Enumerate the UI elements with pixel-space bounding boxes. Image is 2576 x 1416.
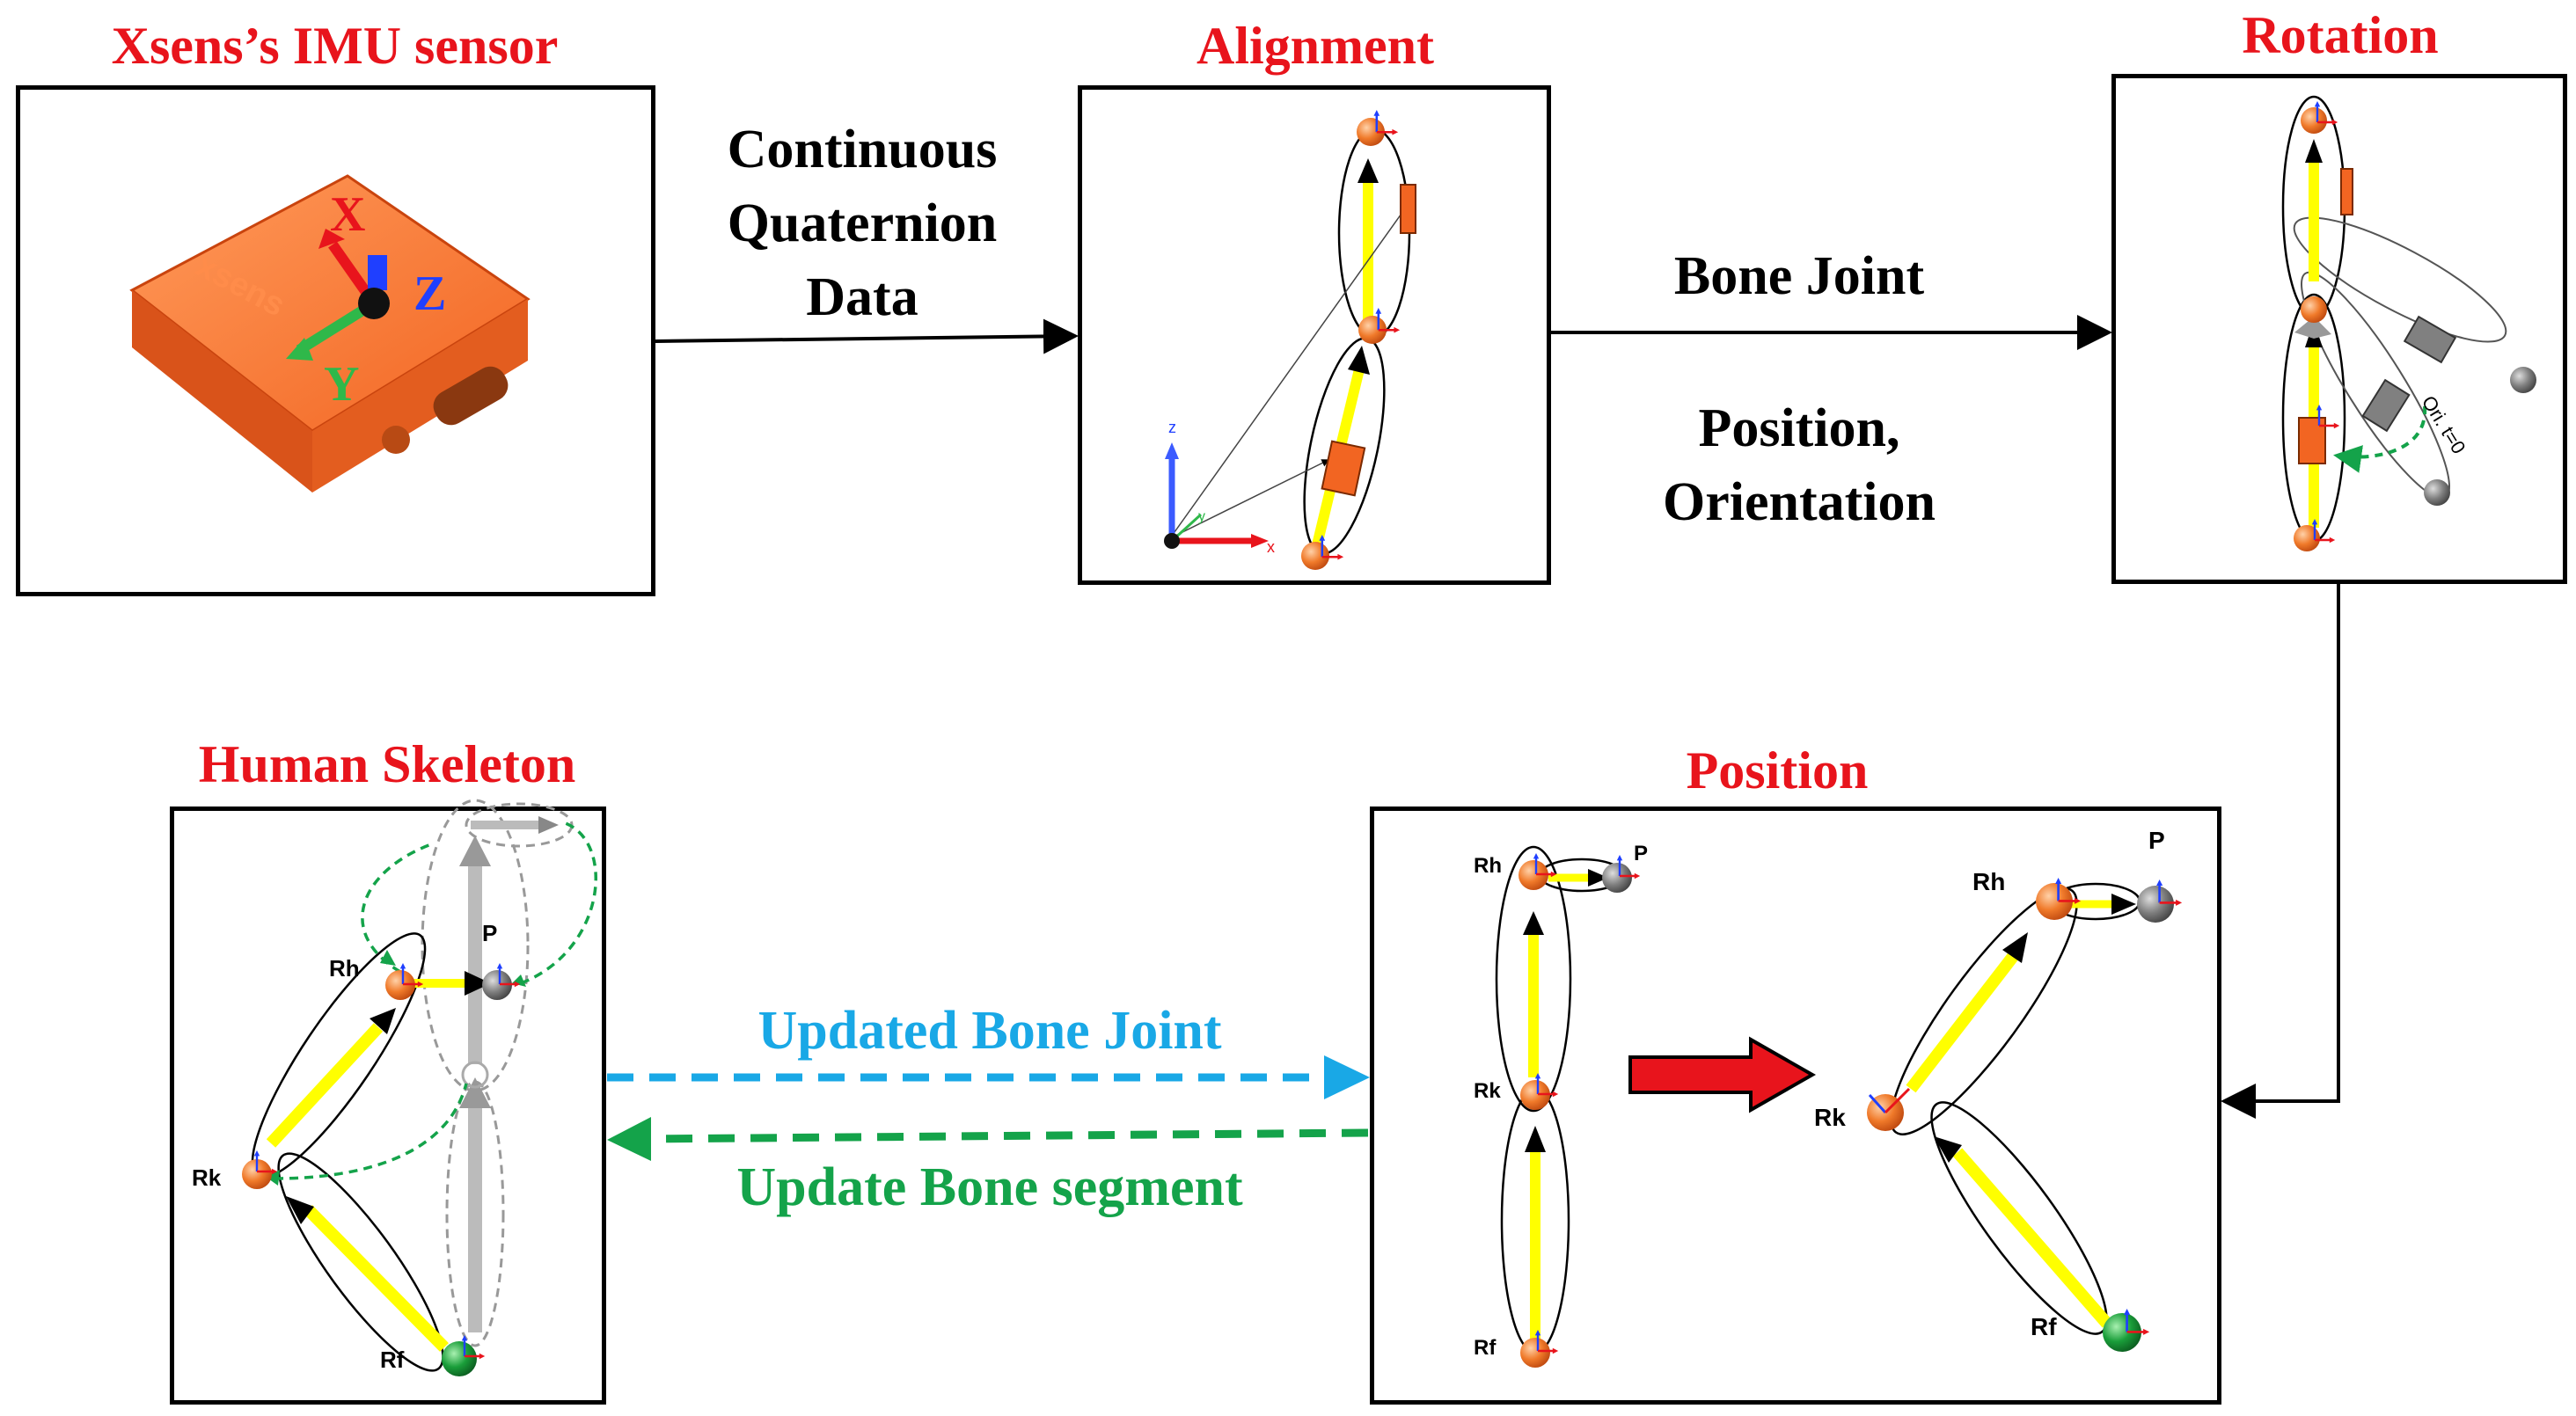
skeleton-label-rf: Rf [380, 1347, 405, 1373]
axis-x-label: X [330, 187, 365, 242]
device-axes: X Z Y [286, 187, 446, 412]
pos-orient-line-2: Orientation [1663, 472, 1936, 532]
quaternion-line-3: Data [806, 267, 918, 327]
pos2-label-p: P [2148, 827, 2165, 854]
quaternion-label: Continuous Quaternion Data [669, 113, 1056, 334]
arrow-update-bone-segment [641, 1128, 1369, 1143]
rotation-title: Rotation [2242, 6, 2439, 64]
rotation-diagram: Ori. t=0 [2281, 95, 2536, 551]
arrow-rotation-to-position [2221, 584, 2340, 1119]
arrow-update-bone-segment-head [607, 1117, 651, 1161]
position-orientation-label: Position, Orientation [1601, 391, 1997, 539]
rotation-panel [2111, 74, 2567, 584]
skeleton-diagram: Rh P Rk Rf [192, 799, 597, 1376]
position-transform-arrow [1628, 1036, 1817, 1113]
position-before-diagram: Rh P Rk Rf [1474, 842, 1648, 1368]
pos2-label-rf: Rf [2031, 1313, 2057, 1340]
skeleton-label-rh: Rh [329, 955, 360, 982]
updated-bone-joint-label: Updated Bone Joint [757, 1001, 1222, 1061]
update-bone-segment-label: Update Bone segment [736, 1157, 1243, 1217]
position-title: Position [1686, 741, 1869, 799]
pos2-label-rh: Rh [1972, 868, 2005, 895]
skeleton-label-rk: Rk [192, 1164, 222, 1191]
human-skeleton-title: Human Skeleton [198, 735, 576, 793]
axis-y-label: Y [324, 357, 359, 412]
pos1-label-rk: Rk [1474, 1079, 1501, 1103]
arrow-sensor-to-alignment [655, 318, 1079, 354]
alignment-title: Alignment [1197, 17, 1434, 75]
align-axis-y: y [1198, 509, 1205, 524]
rotation-note: Ori. t=0 [2418, 391, 2470, 457]
pos1-label-rh: Rh [1474, 854, 1502, 878]
alignment-diagram: z x y [1164, 110, 1416, 570]
quaternion-line-2: Quaternion [727, 193, 998, 253]
quaternion-line-1: Continuous [727, 120, 998, 179]
align-axis-x: x [1267, 538, 1275, 556]
align-axis-z: z [1168, 419, 1176, 436]
bone-joint-label: Bone Joint [1673, 246, 1925, 306]
sensor-title: Xsens’s IMU sensor [111, 17, 559, 75]
skeleton-label-p: P [482, 920, 497, 946]
pos-orient-line-1: Position, [1698, 398, 1900, 458]
axis-z-label: Z [413, 266, 446, 321]
human-skeleton-panel [170, 807, 606, 1405]
xsens-device: xsens [129, 174, 531, 493]
pos1-label-rf: Rf [1474, 1336, 1497, 1360]
arrow-updated-bone-joint-head [1324, 1055, 1370, 1099]
position-after-diagram: Rh P Rk Rf [1814, 827, 2183, 1352]
pos2-label-rk: Rk [1814, 1104, 1846, 1131]
pos1-label-p: P [1634, 842, 1648, 865]
